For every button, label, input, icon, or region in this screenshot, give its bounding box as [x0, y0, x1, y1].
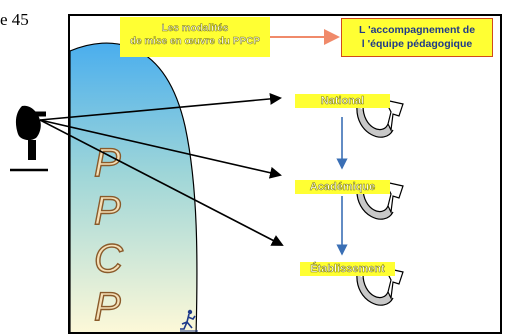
- diagram-shapes: P P C P: [93, 29, 404, 332]
- level-label-national: National: [295, 94, 390, 108]
- accompagnement-line-1: L 'accompagnement de: [358, 24, 476, 36]
- slide: Les modalités de mise en œuvre du PPCP L…: [68, 14, 502, 334]
- accompagnement-box: L 'accompagnement de l 'équipe pédagogiq…: [341, 18, 493, 57]
- curved-arrow-icon: [356, 99, 404, 138]
- level-label-academique: Académique: [295, 180, 390, 194]
- ppcp-letter-1: P: [94, 141, 121, 185]
- arrow-to-academique: [39, 119, 282, 179]
- arrow-to-etablissement: [39, 119, 284, 246]
- runner-icon: [180, 309, 198, 332]
- ppcp-letter-3: C: [94, 237, 124, 281]
- accompagnement-line-2: l 'équipe pédagogique: [361, 38, 473, 50]
- modalites-line-2: de mise en œuvre du PPCP: [129, 36, 261, 48]
- pointing-hand-icon: [10, 105, 48, 172]
- ppcp-letter-4: P: [94, 285, 121, 329]
- level-label-etablissement: Établissement: [300, 262, 395, 276]
- page-number: e 45: [0, 10, 29, 29]
- gradient-region: [70, 42, 198, 332]
- modalites-box: Les modalités de mise en œuvre du PPCP: [120, 17, 270, 57]
- arrow-to-national: [39, 92, 282, 121]
- modalites-line-1: Les modalités: [161, 23, 229, 35]
- slide-background: [70, 42, 198, 332]
- ppcp-letter-2: P: [94, 189, 121, 233]
